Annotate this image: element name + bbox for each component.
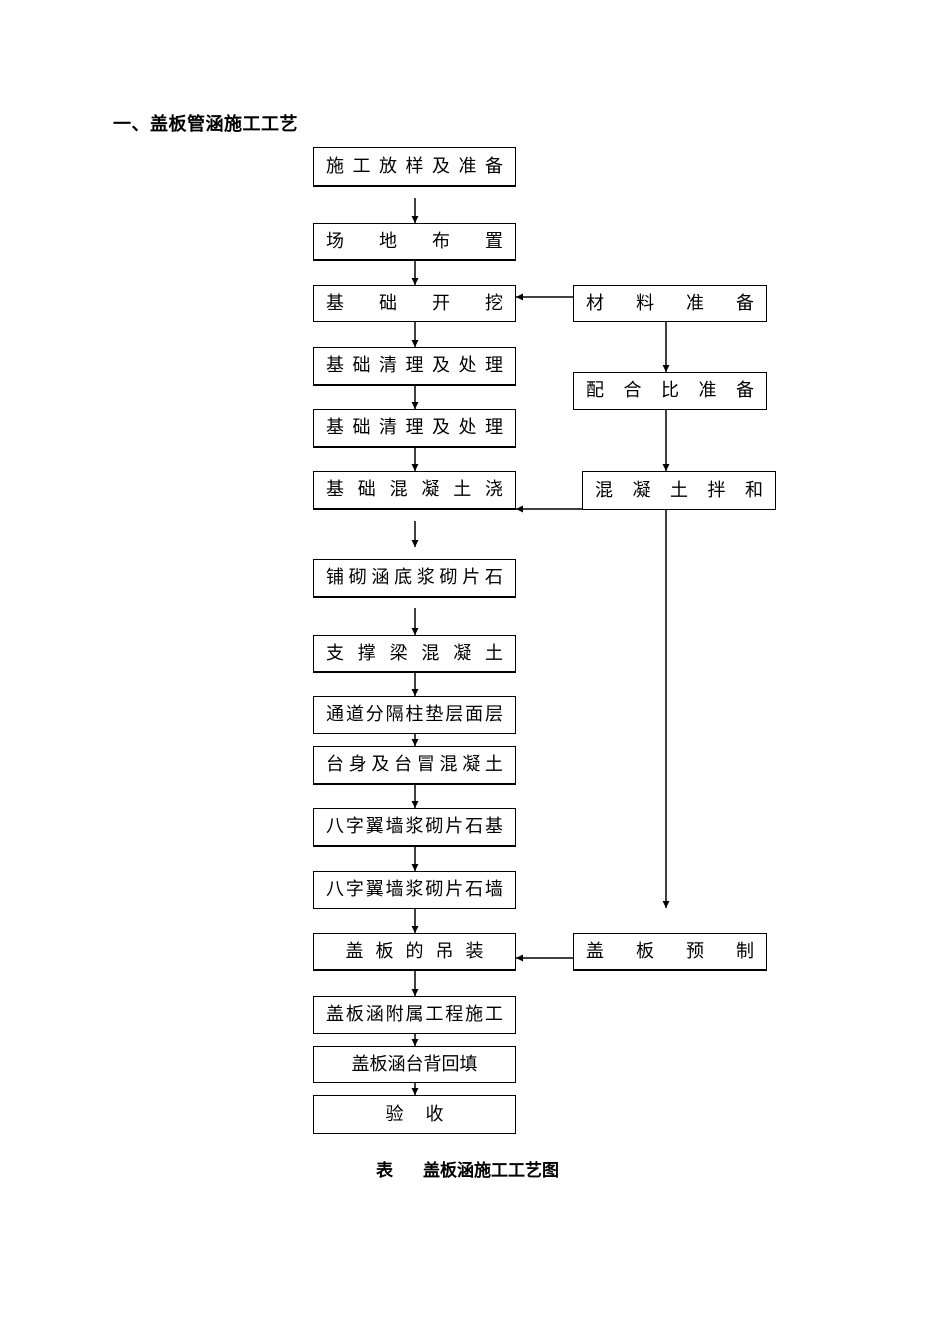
step-wing-wall-masonry: 八字翼墙浆砌片石墙 <box>313 871 516 909</box>
step-abutment-cap-concrete: 台身及台冒混凝土 <box>313 746 516 785</box>
step-support-beam-concrete: 支撑梁混凝土 <box>313 635 516 673</box>
step-construction-layout: 施工放样及准备 <box>313 147 516 187</box>
section-heading: 一、盖板管涵施工工艺 <box>113 114 298 135</box>
step-foundation-cleaning-2: 基础清理及处理 <box>313 409 516 448</box>
step-foundation-concrete-pour: 基础混凝土浇 <box>313 471 516 510</box>
figure-caption: 表 盖板涵施工工艺图 <box>376 1156 559 1181</box>
step-mix-ratio-preparation: 配合比准备 <box>573 372 767 410</box>
step-foundation-excavation: 基础开挖 <box>313 285 516 322</box>
step-abutment-backfill: 盖板涵台背回填 <box>313 1046 516 1083</box>
step-acceptance-label: 验收 <box>385 1103 466 1125</box>
step-abutment-backfill-label: 盖板涵台背回填 <box>351 1053 478 1075</box>
step-cover-plate-hoisting: 盖板的吊装 <box>313 933 516 971</box>
step-ancillary-works: 盖板涵附属工程施工 <box>313 996 516 1034</box>
step-wing-wall-foundation: 八字翼墙浆砌片石基 <box>313 808 516 847</box>
step-cover-plate-hoisting-label: 盖板的吊装 <box>345 940 496 962</box>
step-material-preparation: 材料准备 <box>573 285 767 322</box>
step-cover-plate-prefab: 盖板预制 <box>573 933 767 971</box>
step-partition-column-cushion: 通道分隔柱垫层面层 <box>313 696 516 734</box>
caption-prefix: 表 <box>376 1161 393 1181</box>
step-culvert-bottom-masonry: 铺砌涵底浆砌片石 <box>313 559 516 598</box>
caption-title: 盖板涵施工工艺图 <box>423 1161 559 1181</box>
step-site-arrangement: 场地布置 <box>313 223 516 261</box>
step-concrete-mixing: 混凝土拌和 <box>582 471 776 510</box>
step-acceptance: 验收 <box>313 1095 516 1134</box>
step-foundation-cleaning-1: 基础清理及处理 <box>313 347 516 386</box>
